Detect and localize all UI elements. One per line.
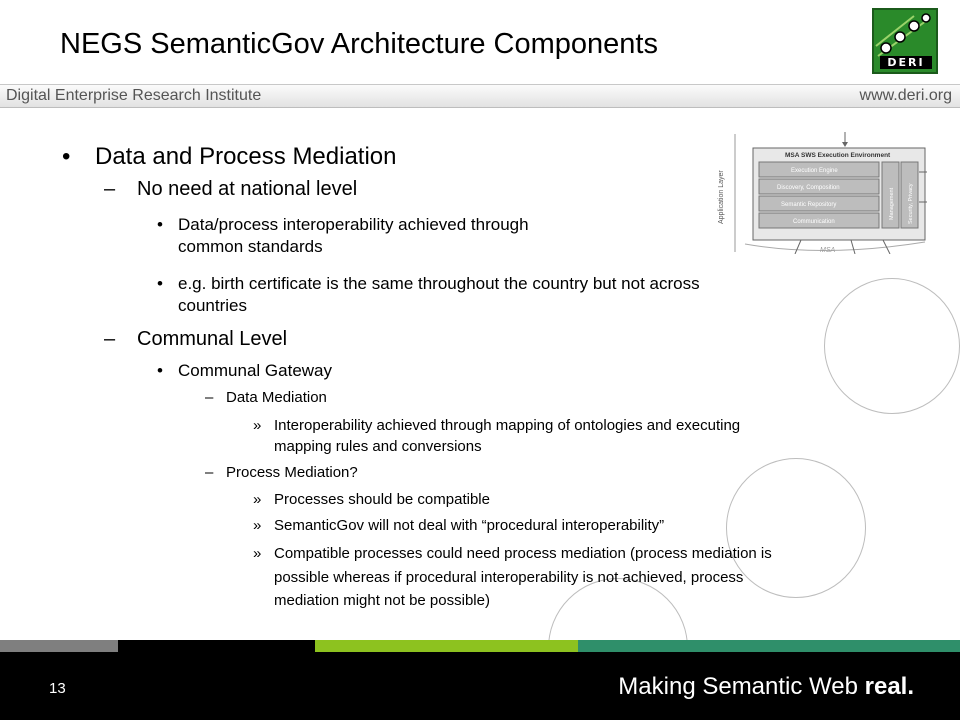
bullet-level5-cont: mapping rules and conversions (274, 438, 482, 455)
bullet-level5-cont: possible whereas if procedural interoper… (274, 569, 744, 586)
logo-text: DERI (880, 56, 932, 69)
deri-dots-icon (875, 13, 931, 57)
bullet-level5-cont: mediation might not be possible) (274, 592, 490, 609)
bullet-level2: No need at national level (137, 178, 358, 200)
bullet-mark: • (157, 361, 163, 380)
dash-mark: – (205, 464, 214, 481)
footer (0, 652, 960, 720)
slide-title: NEGS SemanticGov Architecture Components (60, 28, 658, 60)
bullet-mark: • (157, 274, 163, 293)
bullet-level5: Processes should be compatible (274, 491, 490, 508)
diagram-vertical: Management (889, 187, 895, 220)
decor-circle (726, 458, 866, 598)
dash-mark: – (104, 328, 116, 350)
architecture-diagram: Application Layer MSA SWS Execution Envi… (705, 132, 930, 255)
footer-tagline: Making Semantic Web real. (618, 673, 914, 701)
bullet-level3: Data/process interoperability achieved t… (178, 215, 529, 234)
bullet-mark: • (157, 215, 163, 234)
footer-color-segment (0, 640, 118, 652)
bullet-level1: Data and Process Mediation (95, 143, 397, 170)
tagline-text: Making Semantic Web (618, 673, 865, 700)
diagram-box: Execution Engine (791, 168, 838, 174)
footer-color-segment (315, 640, 578, 652)
diagram-side-label: Application Layer (718, 170, 725, 224)
diagram-box: Discovery, Composition (777, 185, 840, 191)
dash-mark: – (104, 178, 116, 200)
dash-mark: – (205, 389, 214, 406)
diagram-box: Semantic Repository (781, 202, 836, 208)
bullet-level4: Data Mediation (226, 389, 327, 406)
guillemet-mark: » (253, 545, 262, 562)
bullet-level4: Process Mediation? (226, 464, 358, 481)
bullet-level3: Communal Gateway (178, 361, 333, 380)
website-link[interactable]: www.deri.org (859, 87, 952, 104)
bullet-level2: Communal Level (137, 328, 288, 350)
bullet-level5: SemanticGov will not deal with “procedur… (274, 517, 665, 534)
footer-color-segment (578, 640, 960, 652)
tagline-bold: real. (864, 673, 914, 700)
header-banner: Digital Enterprise Research Institute ww… (0, 84, 960, 108)
bullet-level5: Compatible processes could need process … (274, 545, 772, 562)
diagram-header: MSA SWS Execution Environment (785, 152, 891, 159)
deri-logo: DERI (872, 8, 938, 74)
guillemet-mark: » (253, 491, 262, 508)
bullet-level3-cont: common standards (178, 237, 323, 256)
guillemet-mark: » (253, 417, 262, 434)
diagram-bottom-label: MSA (820, 247, 836, 254)
bullet-level5: Interoperability achieved through mappin… (274, 417, 741, 434)
diagram-vertical: Security, Privacy (908, 183, 914, 224)
page-number: 13 (49, 680, 66, 697)
guillemet-mark: » (253, 517, 262, 534)
decor-circle (824, 278, 960, 414)
footer-color-segment (118, 640, 315, 652)
bullet-mark: • (62, 143, 71, 170)
institute-name: Digital Enterprise Research Institute (6, 87, 262, 104)
diagram-box: Communication (793, 219, 835, 225)
bullet-level3-cont: countries (178, 296, 247, 315)
bullet-level3: e.g. birth certificate is the same throu… (178, 274, 700, 293)
